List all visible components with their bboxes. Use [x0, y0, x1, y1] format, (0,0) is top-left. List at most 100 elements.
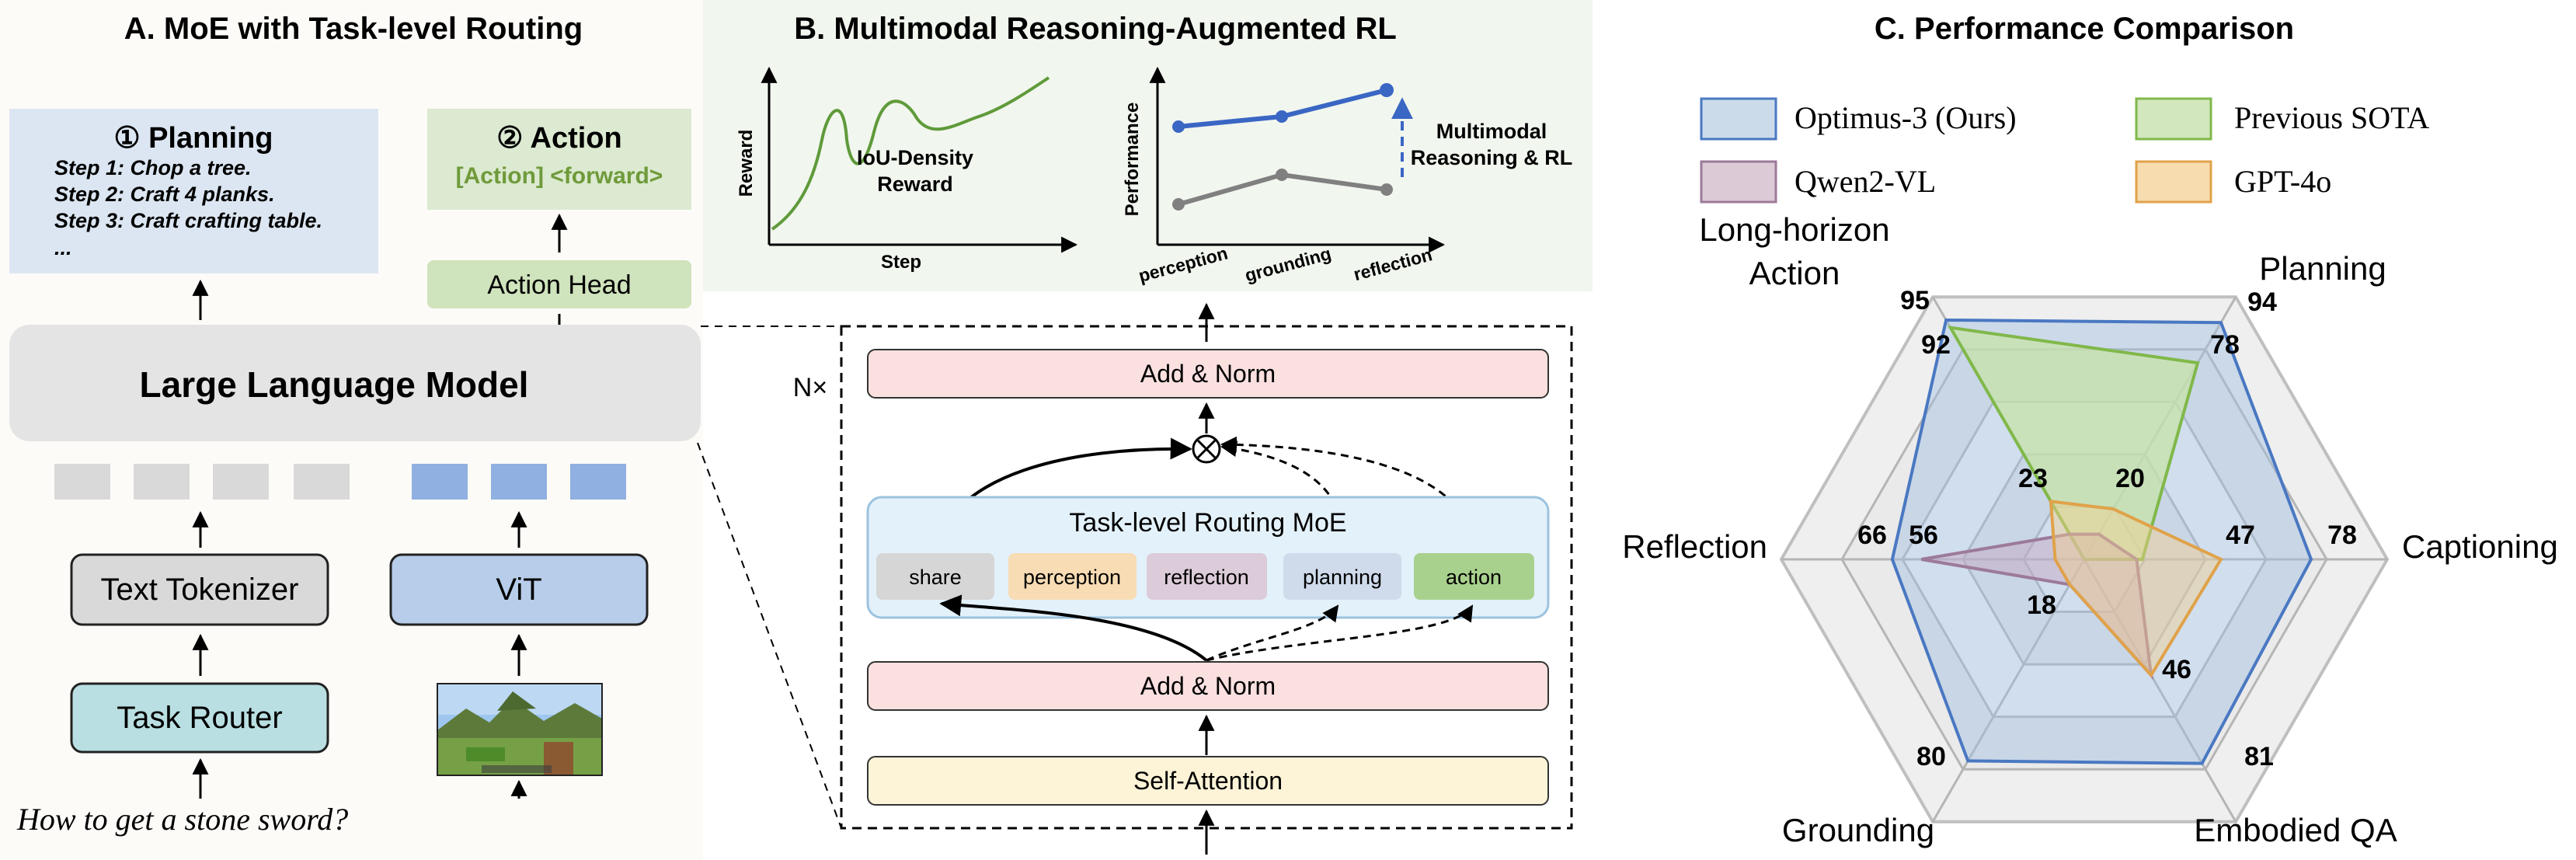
llm-label: Large Language Model	[140, 364, 529, 405]
radar-value-label: 56	[1909, 521, 1938, 550]
text-token	[134, 464, 190, 500]
legend-label-optimus: Optimus-3 (Ours)	[1794, 100, 2017, 135]
expert-action	[1414, 553, 1534, 600]
perf-point-after	[1172, 120, 1185, 133]
reward-xlabel: Step	[881, 252, 921, 273]
minecraft-screenshot	[437, 683, 603, 776]
planning-step-2: Step 2: Craft 4 planks.	[54, 183, 275, 206]
expert-perception-label: perception	[1023, 566, 1121, 589]
vit-box	[389, 553, 649, 626]
action-title: ② Action	[496, 122, 621, 155]
planning-step-1: Step 1: Chop a tree.	[54, 156, 252, 179]
panel-b-title: B. Multimodal Reasoning-Augmented RL	[794, 12, 1397, 46]
perf-point-after	[1276, 110, 1288, 123]
perf-point-before	[1380, 183, 1393, 196]
input-question: How to get a stone sword?	[16, 802, 348, 837]
legend-label-gpt4o: GPT-4o	[2234, 164, 2331, 199]
radar-legend: Optimus-3 (Ours) Previous SOTA Qwen2-VL …	[1700, 97, 2429, 204]
multiply-icon	[1196, 439, 1217, 459]
radar-value-label: 81	[2244, 742, 2274, 771]
legend-swatch-gpt4o	[2135, 160, 2212, 204]
self-attention-label: Self-Attention	[1133, 767, 1283, 795]
action-box	[427, 109, 691, 210]
text-tokenizer-label: Text Tokenizer	[101, 573, 299, 607]
image-tokens	[412, 464, 626, 500]
legend-label-qwen: Qwen2-VL	[1794, 164, 1936, 199]
task-router-label: Task Router	[117, 701, 282, 735]
transformer-block	[840, 325, 1573, 830]
planning-title: ① Planning	[113, 122, 273, 155]
router-to-action	[1206, 604, 1474, 662]
radar-value-label: 95	[1900, 286, 1930, 315]
text-token	[294, 464, 350, 500]
add-norm-top	[867, 349, 1549, 399]
radar-value-label: 23	[2018, 464, 2048, 493]
zoom-line-bottom	[697, 442, 842, 829]
radar-axis-label: Captioning	[2402, 528, 2558, 565]
legend-label-sota: Previous SOTA	[2234, 100, 2429, 135]
legend-swatch-qwen	[1700, 160, 1777, 204]
image-token	[491, 464, 547, 500]
moe-title: Task-level Routing MoE	[1069, 508, 1346, 538]
action-output: [Action] <forward>	[456, 163, 663, 189]
radar-value-label: 94	[2247, 287, 2277, 317]
text-tokenizer-box	[70, 553, 329, 626]
action-head-label: Action Head	[487, 270, 631, 300]
radar-value-label: 20	[2115, 464, 2145, 493]
self-attention-box	[867, 756, 1549, 806]
planning-step-ellipsis: ...	[54, 236, 72, 259]
expert-share-label: share	[909, 566, 962, 589]
image-token	[570, 464, 626, 500]
radar-axis-label: Reflection	[1622, 528, 1767, 565]
text-token	[213, 464, 269, 500]
radar-value-label: 92	[1921, 330, 1951, 360]
action-head-box	[427, 260, 691, 308]
expert-reflection-label: reflection	[1164, 566, 1249, 589]
expert-share	[876, 553, 994, 600]
perf-point-before	[1172, 198, 1185, 211]
vit-label: ViT	[496, 573, 541, 607]
perf-ylabel: Performance	[1122, 103, 1143, 217]
perf-point-before	[1276, 169, 1288, 181]
legend-swatch-sota	[2135, 97, 2212, 141]
add-norm-top-label: Add & Norm	[1140, 360, 1276, 388]
text-token	[54, 464, 110, 500]
image-token	[412, 464, 468, 500]
radar-axis-label: Planning	[2259, 250, 2386, 287]
router-to-planning	[1206, 604, 1339, 662]
panel-a-title: A. MoE with Task-level Routing	[124, 12, 583, 46]
radar-value-label: 18	[2027, 590, 2056, 620]
expert-planning	[1283, 553, 1401, 600]
radar-value-label: 80	[1916, 742, 1946, 771]
reward-curve	[771, 76, 1050, 231]
task-router-box	[70, 682, 329, 754]
radar-value-label: 46	[2162, 655, 2191, 684]
radar-spoke	[1931, 559, 2086, 823]
planning-box	[9, 109, 378, 273]
expert-perception	[1008, 553, 1137, 600]
radar-value-label: 78	[2210, 330, 2240, 360]
add-norm-bottom	[867, 661, 1549, 711]
planning-step-3: Step 3: Craft crafting table.	[54, 209, 322, 232]
radar-series-4	[2049, 500, 2223, 678]
repeat-count: N×	[793, 373, 827, 402]
legend-swatch-optimus	[1700, 97, 1777, 141]
expert-action-label: action	[1446, 566, 1502, 589]
radar-value-label: 78	[2327, 521, 2357, 550]
perf-point-after	[1380, 83, 1394, 97]
radar-value-label: 66	[1857, 521, 1887, 550]
radar-axis-label: Grounding	[1782, 812, 1934, 848]
expert-planning-label: planning	[1303, 566, 1382, 589]
expert-reflection	[1147, 553, 1267, 600]
radar-axis-label: Embodied QA	[2194, 812, 2397, 848]
panel-c-title: C. Performance Comparison	[1875, 12, 2294, 46]
router-to-share	[939, 594, 1208, 662]
text-tokens	[54, 464, 350, 500]
radar-value-label: 47	[2226, 521, 2255, 550]
